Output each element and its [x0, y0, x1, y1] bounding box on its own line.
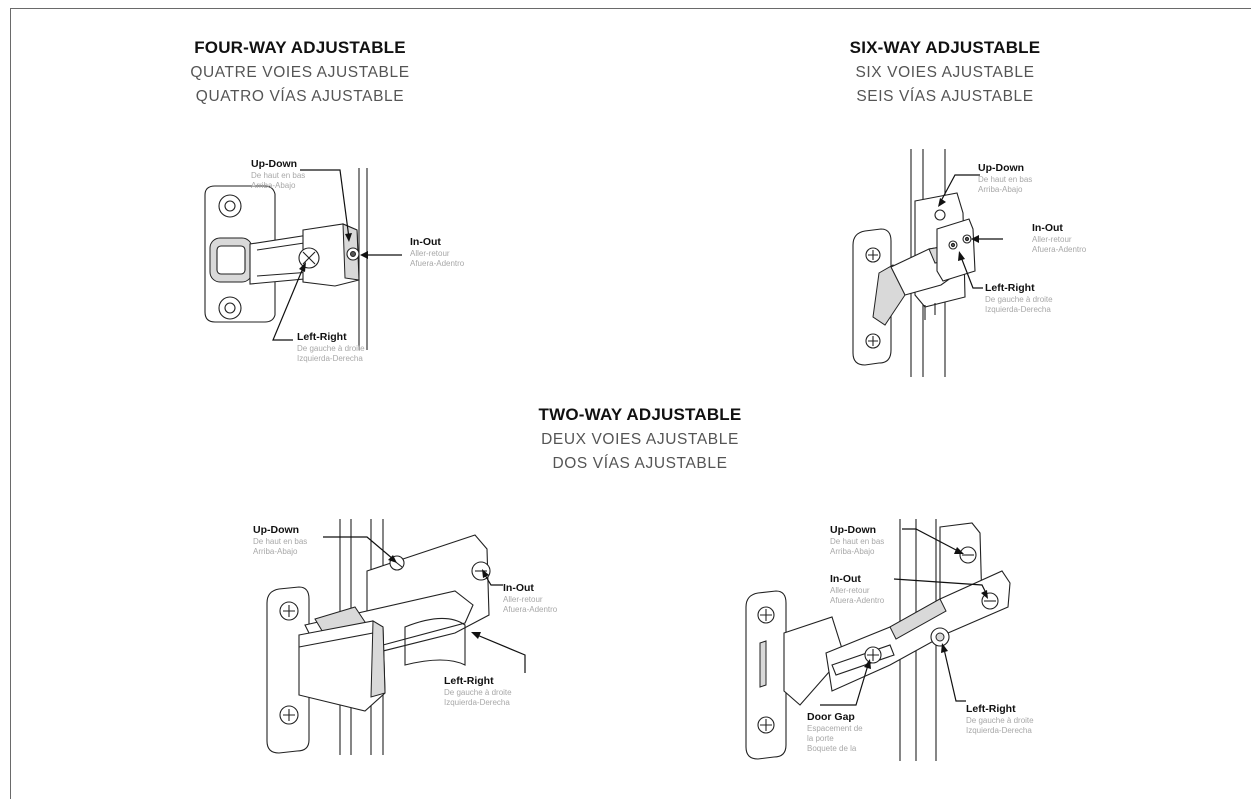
- in-out-text-es: Afuera-Adentro: [1032, 245, 1087, 255]
- door-gap-text: Door Gap: [807, 711, 855, 723]
- up-down-text-fr: De haut en bas: [253, 537, 308, 547]
- up-down-text-fr: De haut en bas: [251, 171, 306, 181]
- up-down-text-es: Arriba-Abajo: [253, 547, 298, 557]
- two-way-hinge-drawing-right: [745, 519, 1011, 761]
- page-frame: [10, 8, 1251, 799]
- two-way-right-left-right-label: Left-Right De gauche à droite Izquierda-…: [966, 703, 1034, 736]
- up-down-text-es: Arriba-Abajo: [978, 185, 1023, 195]
- in-out-text-fr: Aller-retour: [1032, 235, 1072, 245]
- four-way-in-out-label: In-Out Aller-retour Afuera-Adentro: [410, 236, 464, 269]
- six-way-left-right-label: Left-Right De gauche à droite Izquierda-…: [985, 282, 1053, 315]
- left-right-text-fr: De gauche à droite: [985, 295, 1053, 305]
- left-right-text: Left-Right: [297, 331, 347, 343]
- up-down-text: Up-Down: [830, 524, 877, 536]
- six-way-title-fr: SIX VOIES AJUSTABLE: [855, 64, 1035, 81]
- four-way-up-down-label: Up-Down De haut en bas Arriba-Abajo: [251, 158, 305, 191]
- six-way-hinge-drawing: [852, 149, 1003, 377]
- two-way-left-left-right-label: Left-Right De gauche à droite Izquierda-…: [444, 675, 512, 708]
- up-down-text-fr: De haut en bas: [830, 537, 885, 547]
- left-right-text-fr: De gauche à droite: [297, 344, 365, 354]
- four-way-title-fr: QUATRE VOIES AJUSTABLE: [190, 64, 410, 81]
- two-way-right-door-gap-label: Door Gap Espacement de la porte Boquete …: [807, 711, 863, 754]
- four-way-left-right-label: Left-Right De gauche à droite Izquierda-…: [297, 331, 365, 364]
- up-down-text: Up-Down: [978, 162, 1025, 174]
- two-way-title-fr: DEUX VOIES AJUSTABLE: [541, 431, 739, 448]
- left-right-text: Left-Right: [444, 675, 494, 687]
- four-way-title-es: QUATRO VÍAS AJUSTABLE: [195, 88, 405, 105]
- left-right-text: Left-Right: [966, 703, 1016, 715]
- in-out-text-fr: Aller-retour: [503, 595, 543, 605]
- up-down-text-fr: De haut en bas: [978, 175, 1033, 185]
- up-down-text-es: Arriba-Abajo: [251, 181, 296, 191]
- four-way-title: FOUR-WAY ADJUSTABLE: [194, 38, 406, 57]
- in-out-text: In-Out: [1032, 222, 1063, 234]
- door-gap-text-es: Boquete de la: [807, 744, 857, 754]
- left-right-text-es: Izquierda-Derecha: [985, 305, 1051, 315]
- left-right-text-fr: De gauche à droite: [966, 716, 1034, 726]
- two-way-title: TWO-WAY ADJUSTABLE: [538, 405, 742, 424]
- six-way-in-out-label: In-Out Aller-retour Afuera-Adentro: [1032, 222, 1086, 255]
- two-way-right-up-down-label: Up-Down De haut en bas Arriba-Abajo: [830, 524, 884, 557]
- door-gap-text-fr-1: Espacement de: [807, 724, 863, 734]
- in-out-text-fr: Aller-retour: [410, 249, 450, 259]
- two-way-left-up-down-label: Up-Down De haut en bas Arriba-Abajo: [253, 524, 307, 557]
- six-way-heading: SIX-WAY ADJUSTABLE SIX VOIES AJUSTABLE S…: [810, 38, 1080, 106]
- six-way-title: SIX-WAY ADJUSTABLE: [849, 38, 1041, 57]
- four-way-heading: FOUR-WAY ADJUSTABLE QUATRE VOIES AJUSTAB…: [160, 38, 440, 106]
- left-right-text-fr: De gauche à droite: [444, 688, 512, 698]
- left-right-text-es: Izquierda-Derecha: [966, 726, 1032, 736]
- in-out-text-es: Afuera-Adentro: [503, 605, 558, 615]
- in-out-text: In-Out: [503, 582, 534, 594]
- four-way-hinge-drawing: [204, 168, 402, 350]
- door-gap-text-fr-2: la porte: [807, 734, 834, 744]
- left-right-text-es: Izquierda-Derecha: [297, 354, 363, 364]
- up-down-text-es: Arriba-Abajo: [830, 547, 875, 557]
- in-out-text-es: Afuera-Adentro: [410, 259, 465, 269]
- two-way-left-in-out-label: In-Out Aller-retour Afuera-Adentro: [503, 582, 557, 615]
- in-out-text-fr: Aller-retour: [830, 586, 870, 596]
- six-way-title-es: SEIS VÍAS AJUSTABLE: [856, 88, 1034, 105]
- two-way-right-in-out-label: In-Out Aller-retour Afuera-Adentro: [830, 573, 884, 606]
- two-way-title-es: DOS VÍAS AJUSTABLE: [552, 455, 728, 472]
- in-out-text: In-Out: [830, 573, 861, 585]
- two-way-heading: TWO-WAY ADJUSTABLE DEUX VOIES AJUSTABLE …: [495, 405, 785, 473]
- left-right-text-es: Izquierda-Derecha: [444, 698, 510, 708]
- six-way-up-down-label: Up-Down De haut en bas Arriba-Abajo: [978, 162, 1032, 195]
- in-out-text-es: Afuera-Adentro: [830, 596, 885, 606]
- up-down-text: Up-Down: [251, 158, 298, 170]
- left-right-text: Left-Right: [985, 282, 1035, 294]
- up-down-text: Up-Down: [253, 524, 300, 536]
- in-out-text: In-Out: [410, 236, 441, 248]
- two-way-hinge-drawing-left: [266, 519, 526, 755]
